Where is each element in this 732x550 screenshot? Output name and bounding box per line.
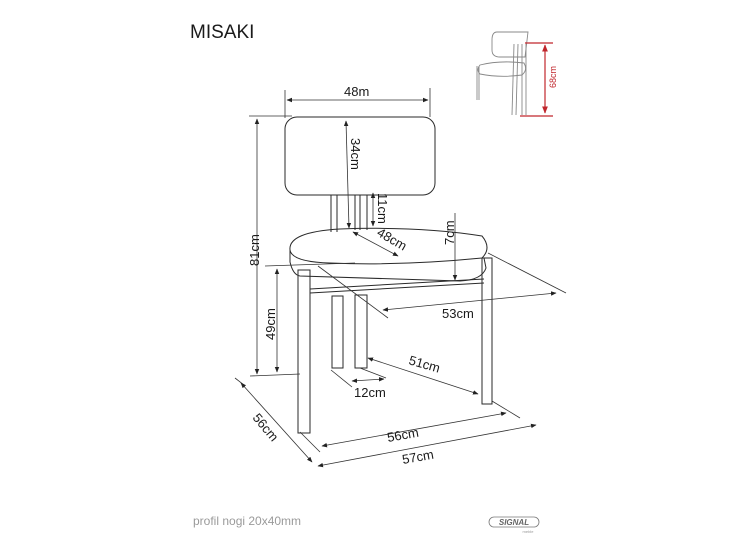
front-width-label: 56cm xyxy=(386,425,420,445)
leg-profile-note: profil nogi 20x40mm xyxy=(193,514,301,528)
front-left-leg xyxy=(297,269,311,434)
back-width-label: 48m xyxy=(344,84,369,99)
back-leg-spacing-label: 12cm xyxy=(354,385,386,400)
back-gap-label: 11cm xyxy=(375,193,390,224)
back-left-leg xyxy=(331,295,344,369)
thumbnail-side-view: 68cm xyxy=(476,31,558,117)
total-height-label: 81cm xyxy=(247,234,262,266)
product-title: MISAKI xyxy=(190,22,254,43)
front-right-leg xyxy=(481,257,493,405)
total-width-label: 57cm xyxy=(401,447,435,467)
depth-top-label: 53cm xyxy=(442,306,474,321)
svg-text:meble: meble xyxy=(523,529,535,534)
seat-height-label: 49cm xyxy=(263,308,278,340)
signal-logo: SIGNAL meble xyxy=(488,516,540,534)
back-height-label: 34cm xyxy=(348,138,363,170)
seat-thickness-label: 7cm xyxy=(442,220,457,245)
seat-top xyxy=(289,227,488,265)
side-depth-label: 56cm xyxy=(250,410,282,444)
back-right-leg xyxy=(354,294,368,369)
armrest-height-label: 68cm xyxy=(548,66,558,88)
dimension-lines xyxy=(234,88,567,468)
svg-text:SIGNAL: SIGNAL xyxy=(499,518,529,527)
chair-front-view xyxy=(284,116,493,434)
